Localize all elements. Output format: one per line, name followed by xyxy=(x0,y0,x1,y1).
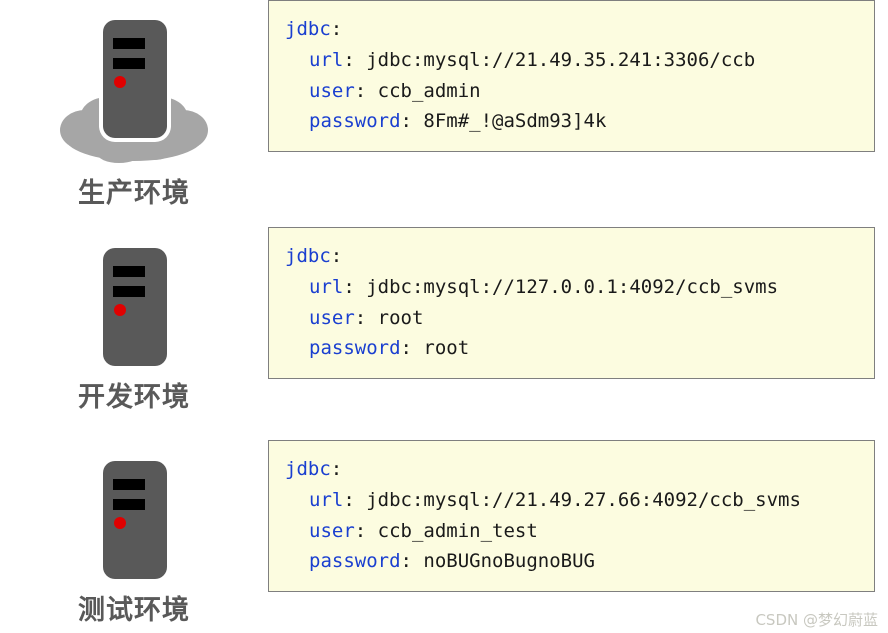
server-slot-top xyxy=(113,479,145,490)
server-slot-top xyxy=(113,266,145,277)
yaml-value-password: root xyxy=(423,337,470,360)
icon-stage-development xyxy=(49,242,219,377)
server-slot-bottom xyxy=(113,286,145,297)
code-line-root: jdbc: xyxy=(285,241,858,272)
code-wrap-test: jdbc: url: jdbc:mysql://21.49.27.66:4092… xyxy=(268,440,888,593)
code-line-user: user: ccb_admin xyxy=(285,76,858,107)
yaml-key-password: password xyxy=(309,550,401,573)
yaml-key-user: user xyxy=(309,79,355,102)
icon-stage-test xyxy=(49,455,219,590)
code-line-user: user: ccb_admin_test xyxy=(285,516,858,547)
code-block-test[interactable]: jdbc: url: jdbc:mysql://21.49.27.66:4092… xyxy=(268,440,875,593)
code-wrap-development: jdbc: url: jdbc:mysql://127.0.0.1:4092/c… xyxy=(268,227,888,380)
icon-stage-production xyxy=(49,8,219,173)
yaml-sep-url: : xyxy=(343,275,367,298)
yaml-key-jdbc: jdbc xyxy=(285,458,331,480)
yaml-value-password: noBUGnoBugnoBUG xyxy=(423,550,595,573)
code-block-production[interactable]: jdbc: url: jdbc:mysql://21.49.35.241:330… xyxy=(268,0,875,153)
server-led-icon xyxy=(114,76,126,88)
yaml-key-jdbc: jdbc xyxy=(285,245,331,267)
yaml-value-url: jdbc:mysql://21.49.27.66:4092/ccb_svms xyxy=(366,488,801,511)
yaml-value-url: jdbc:mysql://127.0.0.1:4092/ccb_svms xyxy=(366,275,779,298)
yaml-key-jdbc: jdbc xyxy=(285,18,331,40)
server-icon xyxy=(103,461,167,579)
code-line-password: password: 8Fm#_!@aSdm93]4k xyxy=(285,106,858,137)
environment-row-development: 开发环境 jdbc: url: jdbc:mysql://127.0.0.1:4… xyxy=(0,227,888,412)
server-icon xyxy=(103,248,167,366)
code-wrap-production: jdbc: url: jdbc:mysql://21.49.35.241:330… xyxy=(268,0,888,153)
yaml-value-password: 8Fm#_!@aSdm93]4k xyxy=(423,110,607,133)
server-slot-top xyxy=(113,38,145,49)
yaml-key-password: password xyxy=(309,337,401,360)
yaml-sep-password: : xyxy=(400,550,424,573)
server-led-icon xyxy=(114,517,126,529)
yaml-colon-root: : xyxy=(330,458,343,480)
server-body xyxy=(103,20,167,138)
server-slot-bottom xyxy=(113,58,145,69)
yaml-value-user: ccb_admin_test xyxy=(377,519,538,542)
yaml-value-user: root xyxy=(377,306,424,329)
yaml-key-url: url xyxy=(309,48,344,71)
code-line-url: url: jdbc:mysql://21.49.35.241:3306/ccb xyxy=(285,45,858,76)
environment-visual-test: 测试环境 xyxy=(0,440,268,633)
code-line-root: jdbc: xyxy=(285,14,858,45)
yaml-sep-url: : xyxy=(343,48,367,71)
yaml-colon-root: : xyxy=(330,18,343,40)
server-body xyxy=(103,248,167,366)
code-line-url: url: jdbc:mysql://127.0.0.1:4092/ccb_svm… xyxy=(285,272,858,303)
yaml-sep-user: : xyxy=(354,306,378,329)
environment-row-production: 生产环境 jdbc: url: jdbc:mysql://21.49.35.24… xyxy=(0,0,888,210)
environment-label-production: 生产环境 xyxy=(78,178,190,209)
code-line-password: password: noBUGnoBugnoBUG xyxy=(285,546,858,577)
environment-row-test: 测试环境 jdbc: url: jdbc:mysql://21.49.27.66… xyxy=(0,440,888,633)
environment-visual-production: 生产环境 xyxy=(0,0,268,210)
yaml-key-url: url xyxy=(309,488,344,511)
code-block-development[interactable]: jdbc: url: jdbc:mysql://127.0.0.1:4092/c… xyxy=(268,227,875,380)
yaml-sep-url: : xyxy=(343,488,367,511)
yaml-colon-root: : xyxy=(330,245,343,267)
server-body xyxy=(103,461,167,579)
yaml-key-user: user xyxy=(309,519,355,542)
server-slot-bottom xyxy=(113,499,145,510)
yaml-sep-user: : xyxy=(354,79,378,102)
code-line-root: jdbc: xyxy=(285,454,858,485)
yaml-key-url: url xyxy=(309,275,344,298)
environment-label-test: 测试环境 xyxy=(78,595,190,626)
code-line-password: password: root xyxy=(285,333,858,364)
yaml-value-url: jdbc:mysql://21.49.35.241:3306/ccb xyxy=(366,48,756,71)
yaml-sep-user: : xyxy=(354,519,378,542)
environment-visual-development: 开发环境 xyxy=(0,227,268,412)
server-with-cloud-icon xyxy=(60,16,208,163)
yaml-value-user: ccb_admin xyxy=(377,79,481,102)
server-led-icon xyxy=(114,304,126,316)
code-line-user: user: root xyxy=(285,303,858,334)
environment-label-development: 开发环境 xyxy=(78,382,190,413)
yaml-sep-password: : xyxy=(400,110,424,133)
yaml-key-user: user xyxy=(309,306,355,329)
yaml-key-password: password xyxy=(309,110,401,133)
code-line-url: url: jdbc:mysql://21.49.27.66:4092/ccb_s… xyxy=(285,485,858,516)
yaml-sep-password: : xyxy=(400,337,424,360)
